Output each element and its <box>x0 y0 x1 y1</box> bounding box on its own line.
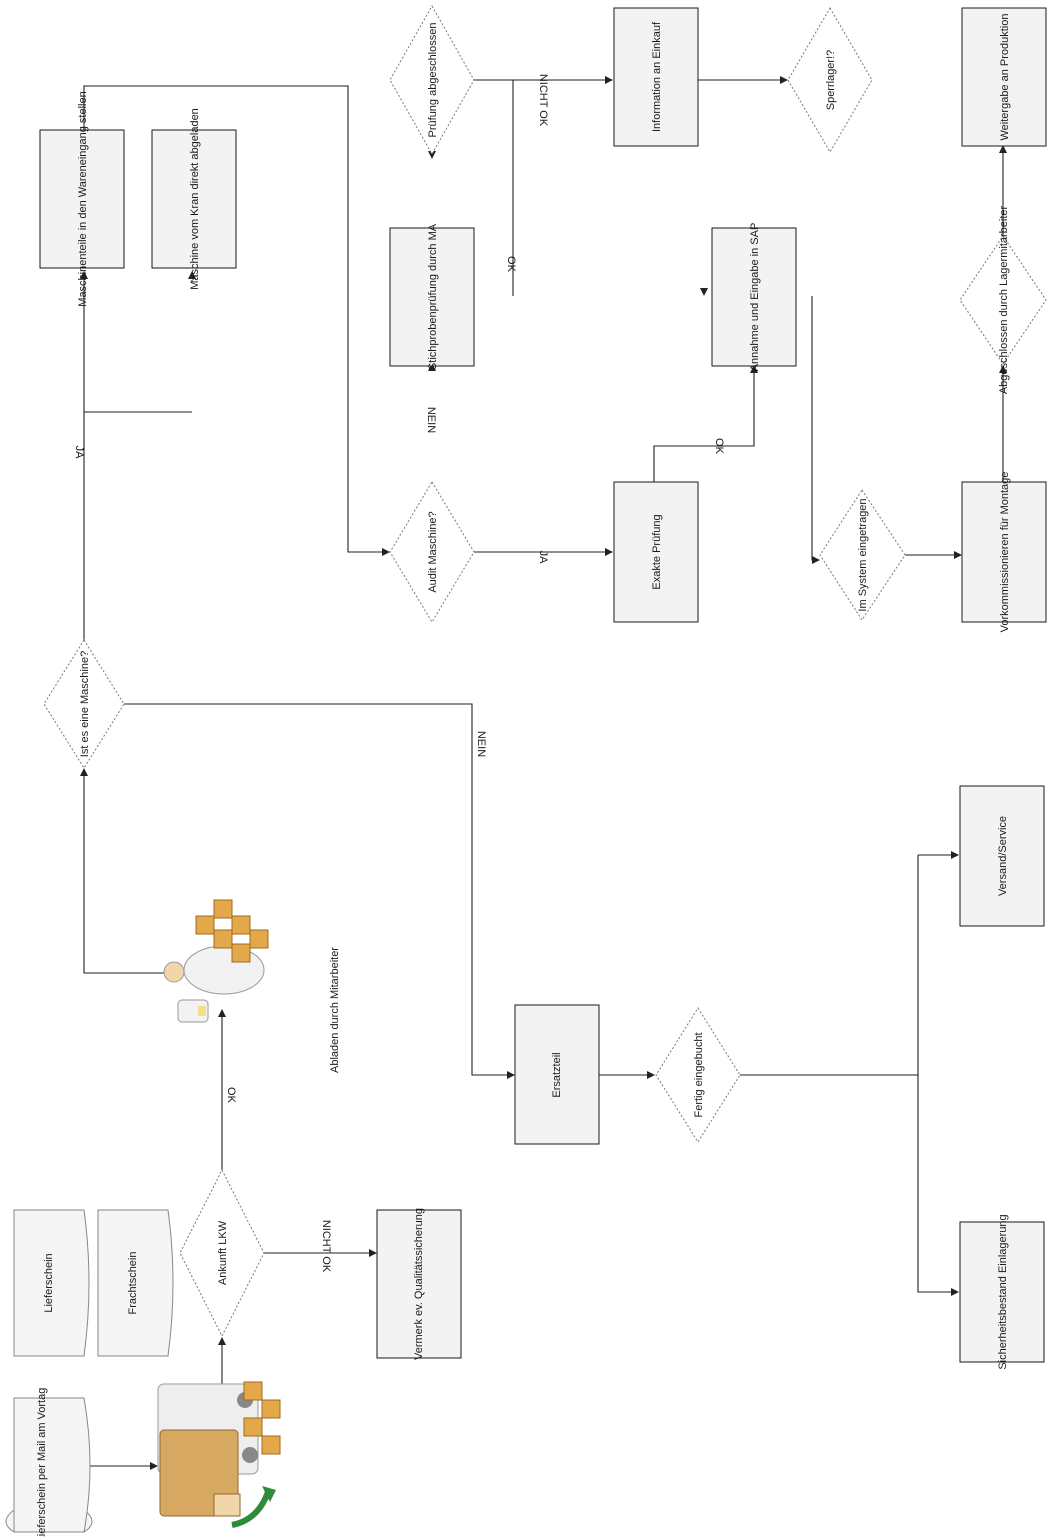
label-vermerk: Vermerk ev. Qualitätssicherung <box>413 1208 425 1360</box>
label-liefer-mail-text: Lieferschein per Mail am Vortag <box>36 1388 48 1537</box>
label-abgeschlossen: Abgeschlossen durch Lagermitarbeiter <box>998 206 1010 395</box>
label-weitergabe: Weitergabe an Produktion <box>999 14 1011 141</box>
label-versand: Versand/Service <box>997 816 1009 896</box>
arrowhead <box>150 1462 158 1470</box>
label-audit: Audit Maschine? <box>427 511 439 592</box>
edge-label-ok-pruefung: OK <box>505 256 517 273</box>
label-ist-maschine: Ist es eine Maschine? <box>79 651 91 757</box>
edge-label-nein-audit: NEIN <box>425 407 437 433</box>
arrowhead <box>647 1071 655 1079</box>
arrowhead <box>507 1071 515 1079</box>
arrowhead <box>951 851 959 859</box>
arrowhead <box>80 768 88 776</box>
edge-label-ok-ankunft: OK <box>225 1087 237 1104</box>
label-vorkommission: Vorkommissionieren für Montage <box>999 472 1011 633</box>
label-ankunft: Ankunft LKW <box>217 1220 229 1285</box>
arrowhead <box>218 1009 226 1017</box>
label-liefer-mail: Lieferschein per Mail am Vortag <box>36 1388 48 1537</box>
arrowhead <box>382 548 390 556</box>
arrowhead <box>951 1288 959 1296</box>
label-pruefung: Prüfung abgeschlossen <box>427 23 439 138</box>
arrowhead <box>954 551 962 559</box>
label-stichprobe: Stichprobenprüfung durch MA <box>427 223 439 370</box>
edge-exakte-to-annahme <box>654 372 754 482</box>
label-lieferschein: Lieferschein <box>43 1253 55 1312</box>
label-sperrlager: Sperrlager!? <box>825 50 837 111</box>
edge-label-nicht-ok-pruefung: NICHT OK <box>537 74 549 127</box>
arrowhead <box>780 76 788 84</box>
label-fertig: Fertig eingebucht <box>693 1033 705 1118</box>
arrowhead <box>218 1337 226 1345</box>
arrowhead <box>369 1249 377 1257</box>
document-lieferschein-mail[interactable] <box>6 1398 92 1532</box>
label-im-system: Im System eingetragen <box>857 498 869 611</box>
worker-carrying-boxes-icon <box>164 900 268 1022</box>
label-exakte: Exakte Prüfung <box>651 514 663 589</box>
label-annahme: Annahme und Eingabe in SAP <box>749 223 761 372</box>
label-info-einkauf: Information an Einkauf <box>651 21 663 132</box>
arrowhead <box>812 556 820 564</box>
arrowhead <box>605 76 613 84</box>
arrowhead <box>700 288 708 296</box>
edge-label-ja-audit: JA <box>537 551 549 565</box>
truck-icon <box>158 1382 280 1525</box>
edge-label-nein-maschine: NEIN <box>475 731 487 757</box>
edge-annahme-to-system <box>812 296 814 560</box>
edge-split-sicherheit <box>918 855 952 1292</box>
label-abladen: Abladen durch Mitarbeiter <box>329 947 341 1073</box>
label-kran: Maschine vom Kran direkt abgeladen <box>189 108 201 290</box>
label-sicherheit: Sicherheitsbestand Einlagerung <box>997 1214 1009 1369</box>
edge-abladen-to-maschine <box>84 775 185 973</box>
label-frachtschein: Frachtschein <box>127 1252 139 1315</box>
arrowhead <box>605 548 613 556</box>
label-wareneingang: Maschinenteile in den Wareneingang stell… <box>77 91 89 306</box>
label-ersatzteil: Ersatzteil <box>551 1052 563 1097</box>
edge-label-ok-exakte: OK <box>713 438 725 455</box>
edge-label-nicht-ok-ankunft: NICHT OK <box>320 1220 332 1273</box>
edge-label-ja-maschine: JA <box>73 446 85 460</box>
